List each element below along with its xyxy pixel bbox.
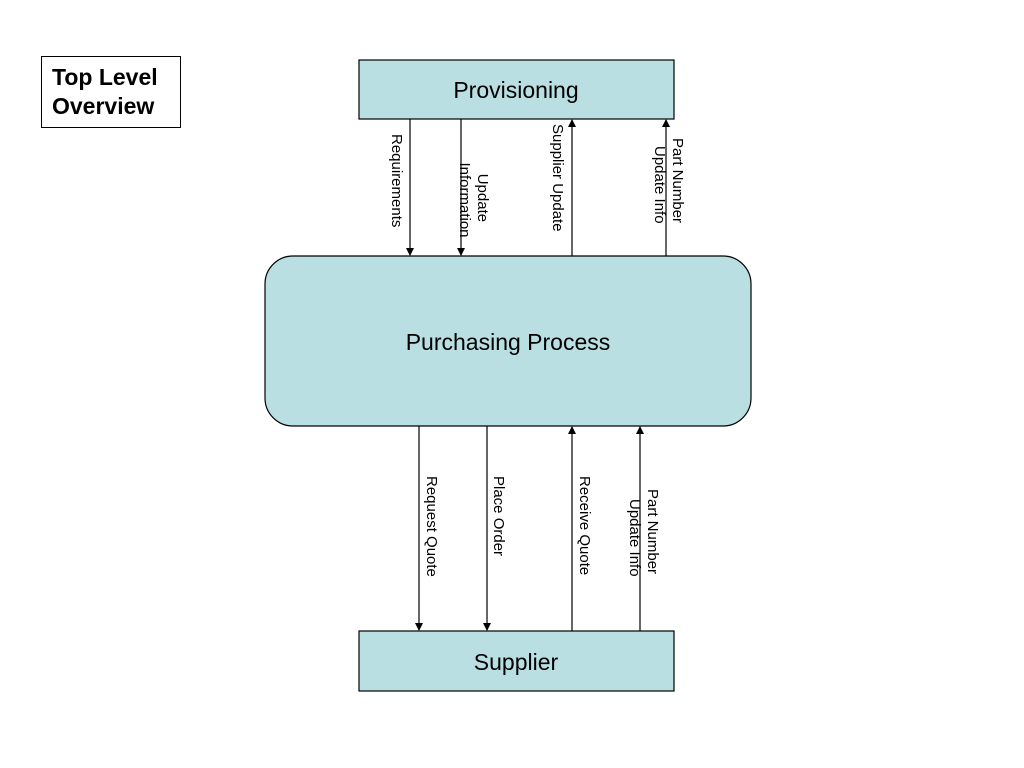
title-box: Top Level Overview bbox=[41, 56, 181, 128]
supplier-node: Supplier bbox=[358, 630, 675, 692]
title-line-2: Overview bbox=[52, 93, 155, 119]
provisioning-label: Provisioning bbox=[453, 77, 578, 103]
purchasing-process-label: Purchasing Process bbox=[406, 329, 611, 355]
provisioning-node: Provisioning bbox=[358, 59, 675, 120]
flow-label-update-information: Update Information bbox=[456, 162, 491, 237]
flow-label-supplier-update: Supplier Update bbox=[549, 124, 566, 232]
flow-label-requirements: Requirements bbox=[388, 134, 405, 227]
flow-label-part-number-update-top: Part Number Update Info bbox=[651, 138, 686, 227]
purchasing-process-box bbox=[264, 255, 752, 427]
supplier-box bbox=[358, 630, 675, 692]
flow-label-receive-quote: Receive Quote bbox=[576, 476, 593, 575]
flow-label-request-quote: Request Quote bbox=[423, 476, 440, 577]
bottom-flows: Request Quote Place Order Receive Quote … bbox=[415, 426, 661, 631]
purchasing-process-node: Purchasing Process bbox=[264, 255, 752, 427]
provisioning-box bbox=[358, 59, 675, 120]
top-flows: Requirements Update Information Supplier… bbox=[388, 119, 686, 256]
flow-label-part-number-update-bottom: Part Number Update Info bbox=[626, 489, 661, 578]
title-line-1: Top Level bbox=[52, 64, 158, 90]
flow-label-place-order: Place Order bbox=[490, 476, 507, 556]
supplier-label: Supplier bbox=[474, 649, 559, 675]
